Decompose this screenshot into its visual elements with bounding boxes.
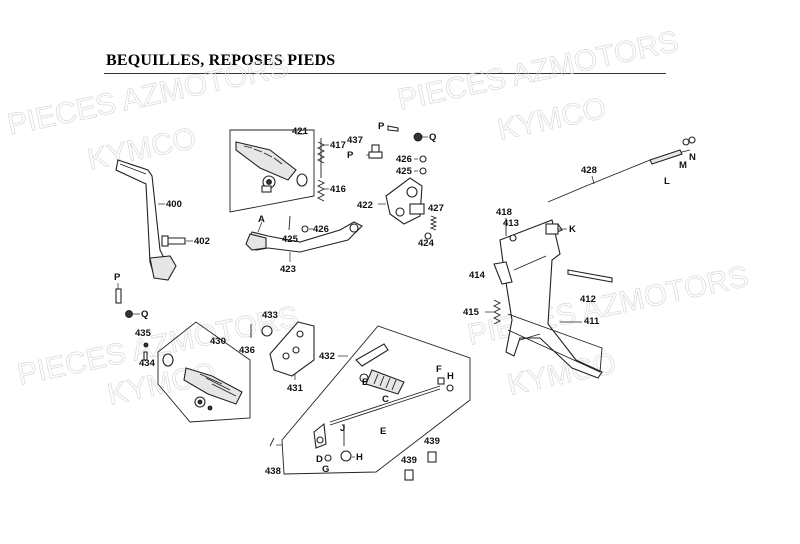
spring-415: 415 bbox=[463, 299, 502, 325]
bolt-437: 437 P bbox=[347, 135, 383, 161]
label-430: 430 bbox=[210, 336, 226, 347]
label-a: A bbox=[258, 214, 265, 225]
kick-lever-400: 400 bbox=[115, 159, 182, 281]
label-418: 418 bbox=[496, 207, 512, 218]
label-d: D bbox=[316, 454, 323, 465]
label-423: 423 bbox=[280, 264, 296, 275]
label-k: K bbox=[569, 224, 576, 235]
label-q: Q bbox=[429, 132, 436, 143]
parts-433-436: 433 436 bbox=[239, 310, 278, 356]
bolt-402: 402 bbox=[161, 235, 210, 247]
label-439: 439 bbox=[424, 436, 440, 447]
label-c: C bbox=[382, 394, 389, 405]
label-n: N bbox=[689, 152, 696, 163]
label-e: E bbox=[380, 426, 386, 437]
label-426: 426 bbox=[396, 154, 412, 165]
washers-426-425-top: 426 425 bbox=[396, 154, 427, 177]
label-435: 435 bbox=[135, 328, 152, 339]
pin-p-top: P bbox=[378, 121, 399, 132]
label-427: 427 bbox=[428, 203, 444, 214]
footrest-421-box: 421 bbox=[229, 126, 315, 213]
watermark-text: PIECES AZMOTORS bbox=[395, 25, 682, 117]
label-426: 426 bbox=[313, 224, 329, 235]
label-438: 438 bbox=[265, 466, 281, 477]
label-400: 400 bbox=[166, 199, 182, 210]
parts-435-434: 435 434 bbox=[135, 328, 156, 369]
arm-414: 414 bbox=[469, 261, 513, 285]
label-428: 428 bbox=[581, 165, 597, 176]
label-m: M bbox=[679, 160, 687, 171]
label-424: 424 bbox=[418, 238, 435, 249]
label-b: B bbox=[362, 377, 369, 388]
label-414: 414 bbox=[469, 270, 486, 281]
part-k: K bbox=[545, 223, 576, 235]
main-stand-411: 411 bbox=[499, 219, 603, 379]
clip-q-left: Q bbox=[125, 309, 148, 320]
footrest-430-box: 430 bbox=[157, 321, 251, 423]
label-439: 439 bbox=[401, 455, 417, 466]
label-432: 432 bbox=[319, 351, 335, 362]
watermark-text: PIECES AZMOTORS bbox=[5, 50, 292, 142]
pin-p-left: P bbox=[114, 272, 122, 304]
label-436: 436 bbox=[239, 345, 255, 356]
label-402: 402 bbox=[194, 236, 210, 247]
cable-428: 428 L M N bbox=[547, 136, 696, 203]
plate-431: 431 bbox=[269, 321, 315, 394]
label-l: L bbox=[664, 176, 670, 187]
pedal-423: A 423 bbox=[245, 214, 363, 275]
label-413: 413 bbox=[503, 218, 519, 229]
watermark-text: KYMCO bbox=[495, 92, 609, 147]
label-p: P bbox=[378, 121, 385, 132]
label-417: 417 bbox=[330, 140, 346, 151]
label-412: 412 bbox=[580, 294, 596, 305]
label-434: 434 bbox=[139, 358, 156, 369]
clip-q-top: Q bbox=[413, 132, 436, 143]
label-h: H bbox=[356, 452, 363, 463]
brake-assy-432-box: 432 B C E D G H J F H bbox=[281, 325, 471, 475]
spring-416: 416 bbox=[316, 179, 346, 202]
washer-424: 424 bbox=[418, 232, 435, 249]
label-425: 425 bbox=[396, 166, 413, 177]
bracket-422: 422 bbox=[357, 177, 425, 225]
label-f: F bbox=[436, 364, 442, 375]
label-433: 433 bbox=[262, 310, 278, 321]
label-h: H bbox=[447, 371, 454, 382]
label-437: 437 bbox=[347, 135, 363, 146]
bolts-439: 439 439 bbox=[401, 436, 440, 481]
label-g: G bbox=[322, 464, 329, 475]
spring-417: 417 bbox=[316, 138, 346, 178]
shaft-412: 412 bbox=[567, 269, 613, 305]
label-q: Q bbox=[141, 309, 148, 320]
label-421: 421 bbox=[292, 126, 309, 137]
screw-438: 438 bbox=[265, 437, 282, 477]
pin-425-426-lower: 425 426 bbox=[282, 215, 329, 245]
label-p: P bbox=[347, 150, 354, 161]
label-j: J bbox=[340, 423, 345, 434]
title-underline bbox=[104, 73, 666, 74]
label-431: 431 bbox=[287, 383, 304, 394]
label-415: 415 bbox=[463, 307, 480, 318]
label-422: 422 bbox=[357, 200, 373, 211]
diagram-title: BEQUILLES, REPOSES PIEDS bbox=[106, 52, 336, 69]
washer-413-418: 418 413 bbox=[496, 207, 519, 242]
spring-427: 427 bbox=[428, 203, 444, 231]
label-425: 425 bbox=[282, 234, 299, 245]
label-411: 411 bbox=[584, 316, 600, 327]
label-p: P bbox=[114, 272, 121, 283]
label-416: 416 bbox=[330, 184, 346, 195]
